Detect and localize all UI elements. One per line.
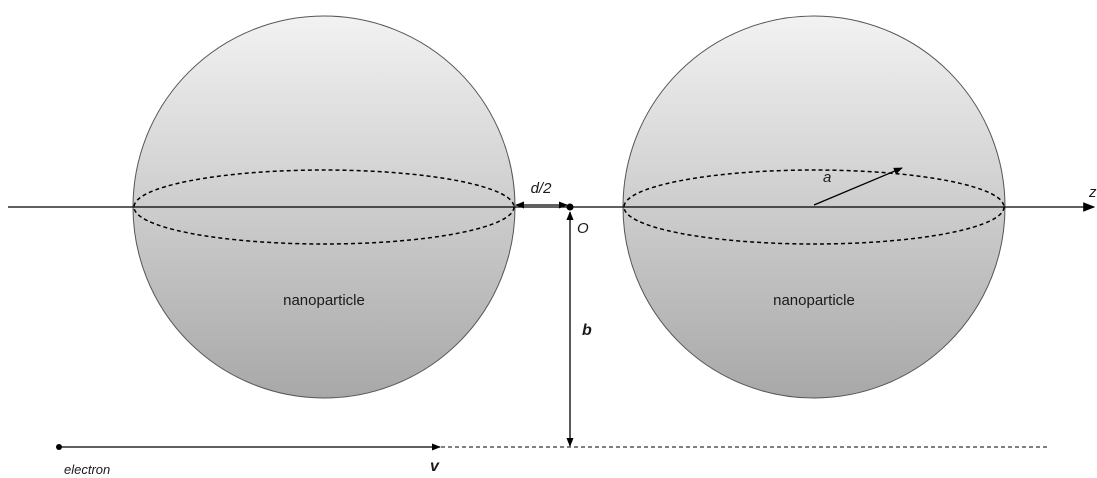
right-nanoparticle-label: nanoparticle	[773, 292, 855, 309]
radius-arrow	[813, 167, 903, 206]
radius-label: a	[823, 169, 831, 186]
gap-label: d/2	[531, 180, 553, 197]
impact-parameter-label: b	[582, 322, 592, 339]
left-nanoparticle-label: nanoparticle	[283, 292, 365, 309]
axis-label: z	[1088, 184, 1097, 201]
electron-label: electron	[64, 462, 110, 477]
origin-point	[566, 203, 574, 211]
origin-label: O	[577, 220, 589, 237]
velocity-label: v	[430, 458, 440, 475]
